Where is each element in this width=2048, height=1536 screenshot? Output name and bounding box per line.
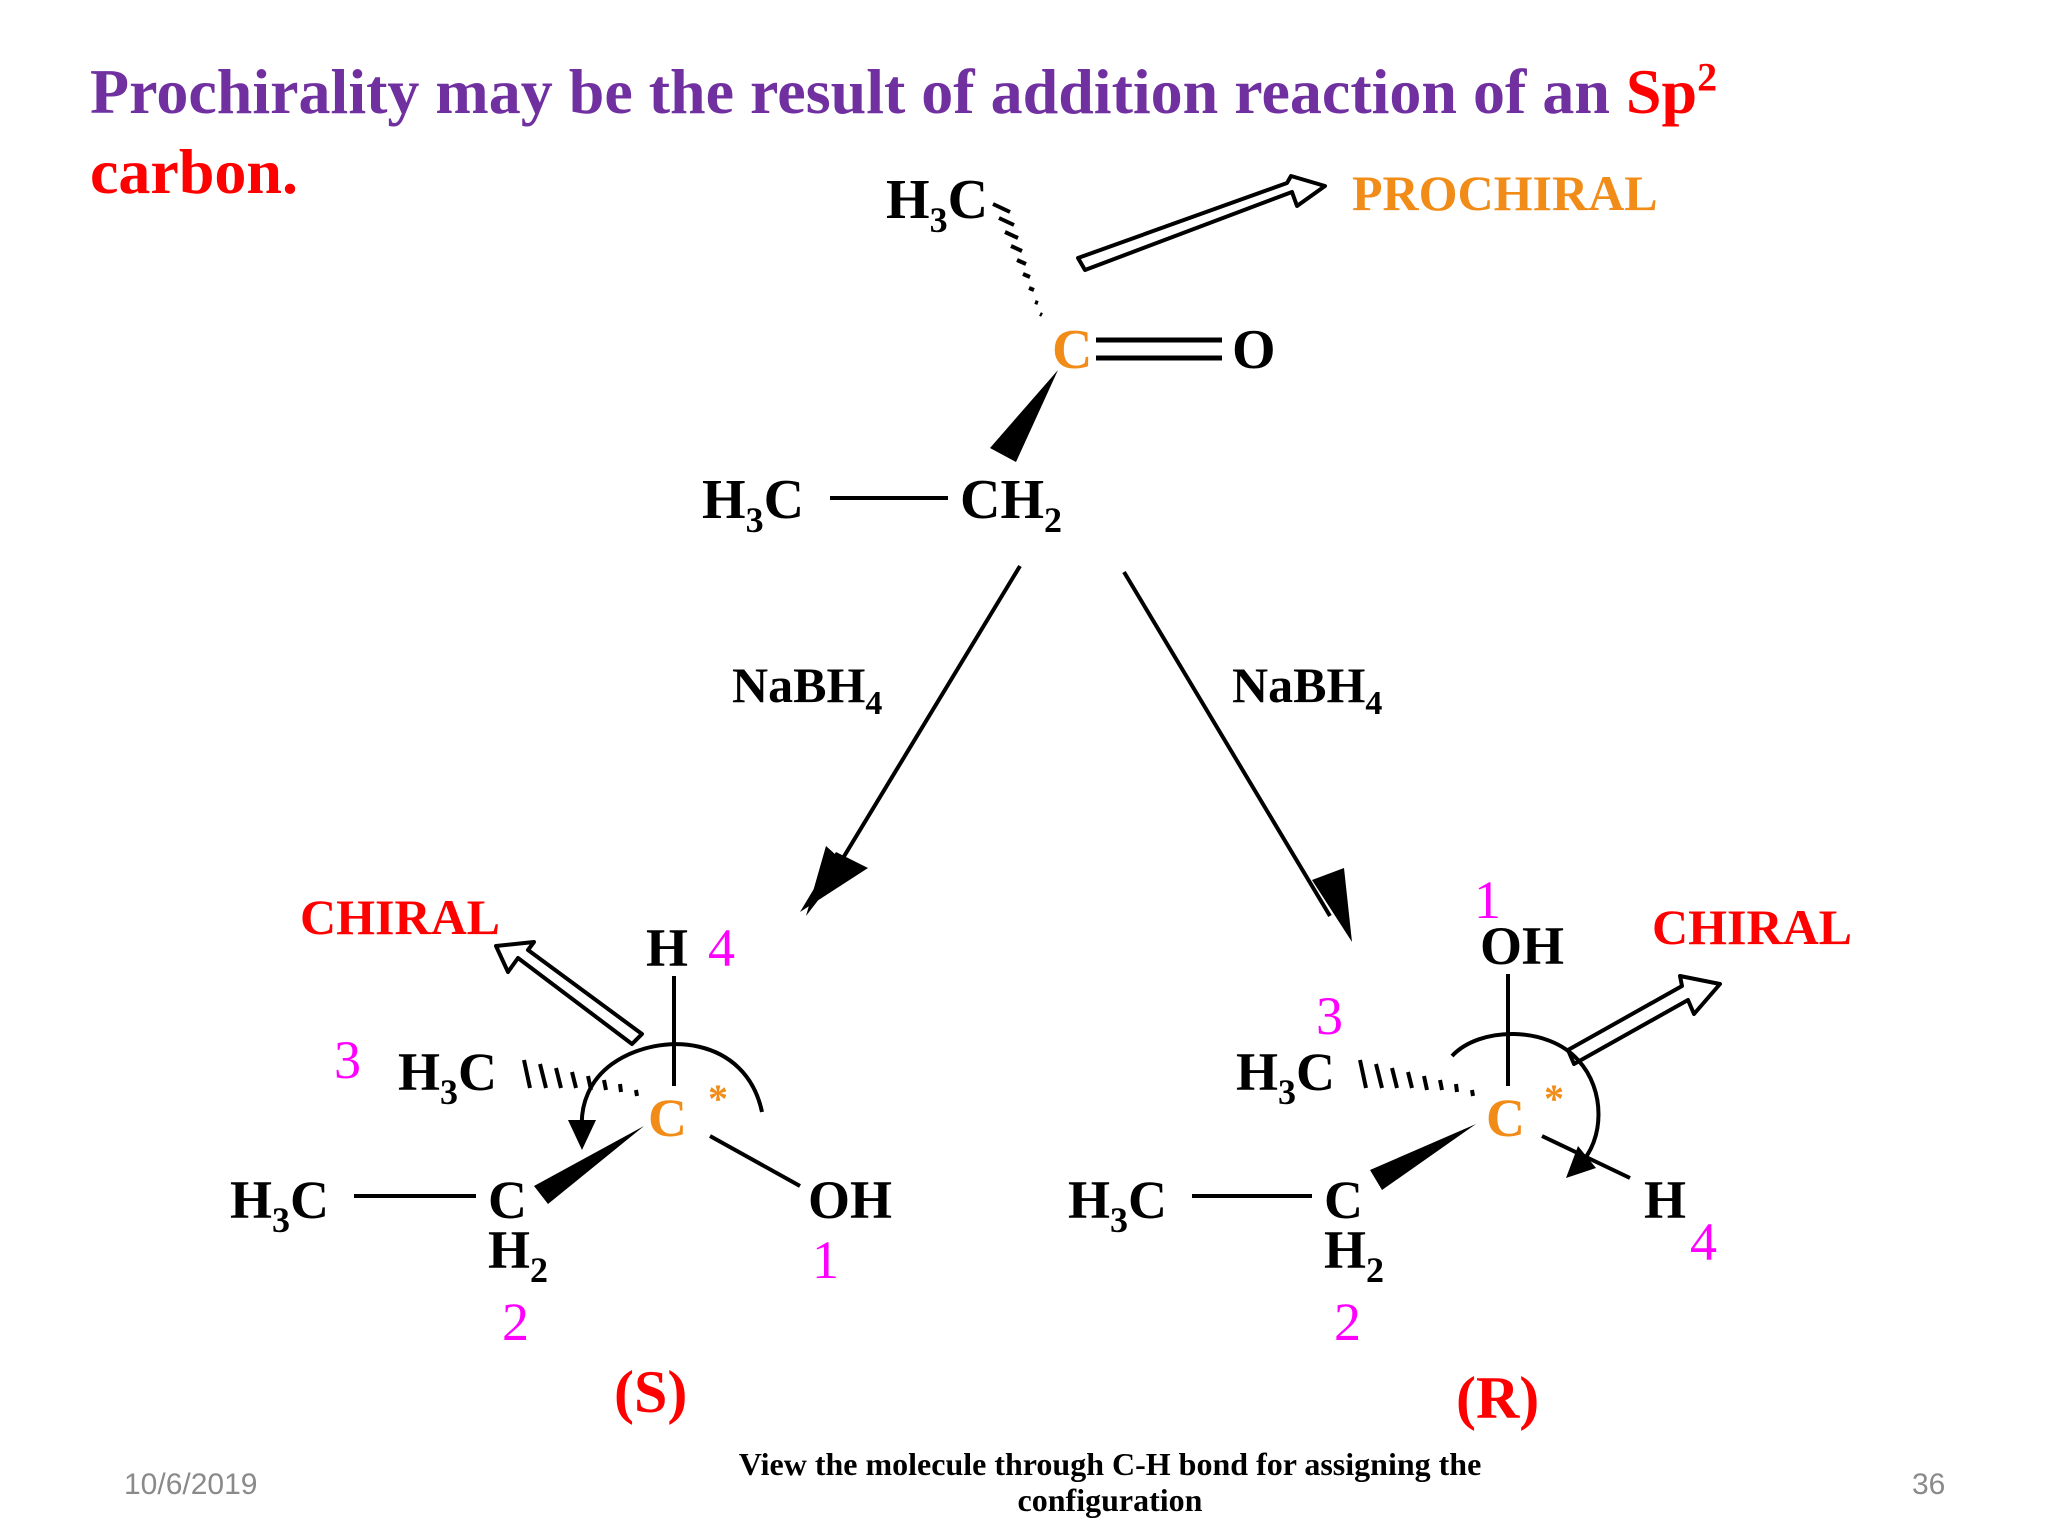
reagent-right: NaBH4 <box>1232 657 1382 722</box>
s-enantiomer: CHIRAL H 4 C * 3 H3C <box>230 889 892 1425</box>
chiral-label-left: CHIRAL <box>300 889 500 945</box>
r-rotation-arc <box>1450 1032 1601 1166</box>
reaction-arrow-right-head <box>1312 868 1352 942</box>
s-hydroxyl: OH <box>808 1170 892 1230</box>
s-ethyl-methyl-label: H3C <box>230 1170 329 1240</box>
s-hydrogen: H <box>646 918 688 978</box>
s-methylene-c: C <box>488 1170 527 1230</box>
footer-page-number: 36 <box>1912 1468 1946 1501</box>
reagent-left: NaBH4 <box>732 657 882 722</box>
r-hydrogen: H <box>1644 1170 1686 1230</box>
slide-title: Prochirality may be the result of additi… <box>90 52 1970 212</box>
r-hashed-bond <box>1358 1059 1475 1097</box>
r-rotation-arrowhead <box>1566 1146 1596 1178</box>
s-co-bond <box>709 1134 801 1188</box>
ketone-molecule: H3C C O CH2 H3C <box>702 169 1276 540</box>
s-rotation-arc <box>579 1042 764 1131</box>
s-methyl-label: H3C <box>398 1042 497 1112</box>
config-s-label: (S) <box>614 1359 687 1425</box>
ketone-methyl-label: H3C <box>886 169 988 240</box>
ketone-ethyl-methyl-label: H3C <box>702 469 804 540</box>
caption: View the molecule through C-H bond for a… <box>738 1446 1482 1518</box>
chiral-label-right: CHIRAL <box>1652 899 1852 955</box>
s-chiral-carbon: C <box>648 1088 687 1148</box>
r-enantiomer: 1 OH CHIRAL 3 H3C C * <box>1068 870 1852 1431</box>
ketone-wedge-bond <box>990 370 1058 462</box>
title-carbon: carbon. <box>90 136 298 207</box>
s-wedge-bond <box>534 1126 644 1204</box>
reaction-arrow-left-head-fill <box>800 852 868 912</box>
s-priority-oh: 1 <box>812 1230 839 1290</box>
r-priority-ch2: 2 <box>1334 1292 1361 1352</box>
r-chiral-carbon: C <box>1486 1088 1525 1148</box>
ketone-methylene-label: CH2 <box>960 469 1062 540</box>
title-sp-exponent: 2 <box>1697 54 1718 100</box>
footer-date: 10/6/2019 <box>124 1468 258 1501</box>
s-rotation-arrowhead <box>568 1120 596 1150</box>
config-r-label: (R) <box>1456 1365 1539 1431</box>
prochiral-label: PROCHIRAL <box>1352 165 1658 221</box>
ketone-hashed-bond <box>992 202 1043 317</box>
r-ethyl-methyl-label: H3C <box>1068 1170 1167 1240</box>
chiral-arrow-right <box>1566 974 1722 1066</box>
s-hashed-bond <box>522 1059 639 1097</box>
r-methylene-h2: H2 <box>1324 1220 1384 1290</box>
prochiral-arrow <box>1076 174 1327 272</box>
r-methylene-c: C <box>1324 1170 1363 1230</box>
r-priority-ch3: 3 <box>1316 986 1343 1046</box>
s-priority-h: 4 <box>708 918 735 978</box>
carbonyl-oxygen: O <box>1232 319 1276 381</box>
r-wedge-bond <box>1370 1124 1476 1190</box>
title-text: Prochirality may be the result of additi… <box>90 56 1626 127</box>
r-priority-oh: 1 <box>1474 870 1501 930</box>
r-hydroxyl: OH <box>1480 916 1564 976</box>
chiral-arrow-left <box>494 940 644 1046</box>
reaction-arrow-left <box>818 564 1022 898</box>
s-methylene-h2: H2 <box>488 1220 548 1290</box>
reaction-arrow-right <box>1122 570 1332 918</box>
title-sp: Sp <box>1625 56 1698 127</box>
r-ch-bond <box>1541 1134 1631 1180</box>
s-priority-ch2: 2 <box>502 1292 529 1352</box>
r-methyl-label: H3C <box>1236 1042 1335 1112</box>
s-priority-ch3: 3 <box>334 1030 361 1090</box>
prochiral-carbon: C <box>1052 319 1092 381</box>
r-priority-h: 4 <box>1690 1212 1717 1272</box>
r-stereocenter-star: * <box>1544 1076 1564 1121</box>
s-stereocenter-star: * <box>708 1076 728 1121</box>
